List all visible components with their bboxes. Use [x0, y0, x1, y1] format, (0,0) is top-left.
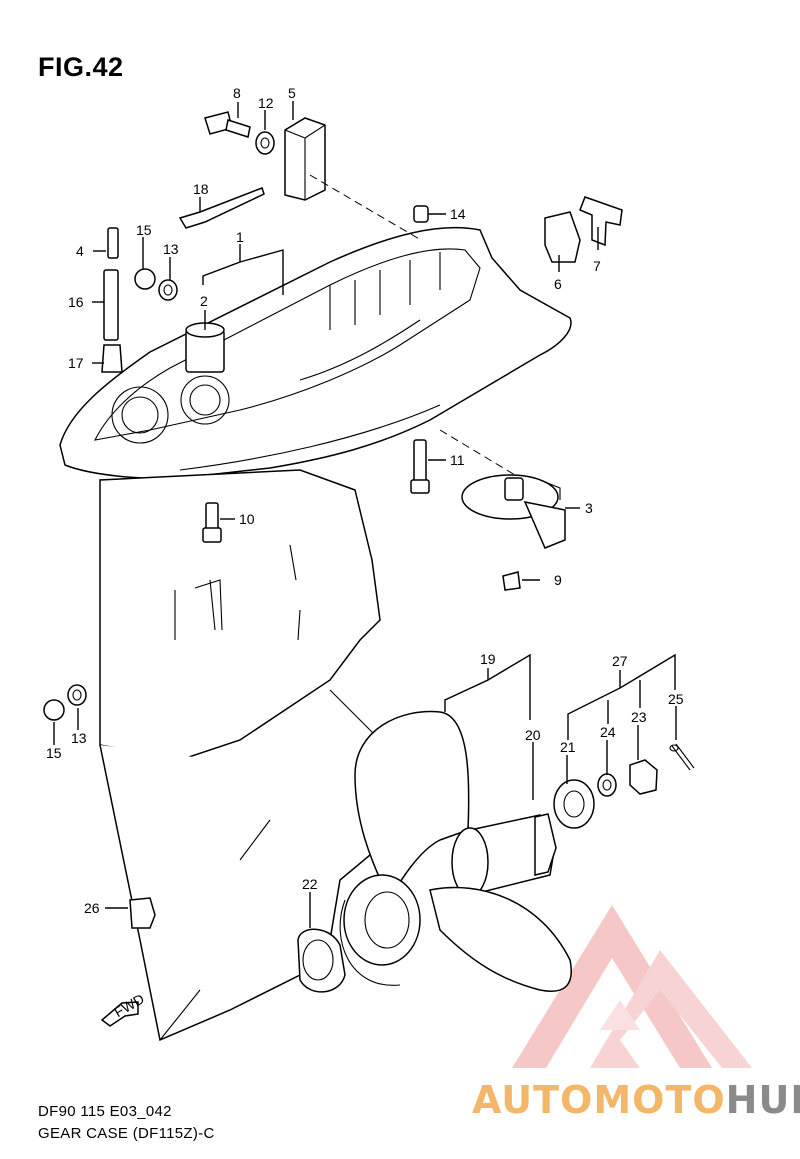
callout-9: 9 [554, 572, 562, 588]
watermark-text: AUTOMOTOHUB [472, 1078, 800, 1122]
callout-11: 11 [450, 452, 465, 468]
callout-numbers: 8 12 5 18 14 4 15 13 1 2 16 17 6 7 11 3 … [46, 85, 684, 916]
callout-4: 4 [76, 243, 84, 259]
callout-25: 25 [668, 691, 684, 707]
callout-3: 3 [585, 500, 593, 516]
footer-code: DF90 115 E03_042 [38, 1103, 172, 1120]
callout-21: 21 [560, 739, 576, 755]
callout-7: 7 [593, 258, 601, 274]
bolts-and-small-parts [43, 111, 623, 929]
watermark-text-gray: HUB [725, 1078, 800, 1122]
callout-16: 16 [68, 294, 84, 310]
callout-leaders [53, 101, 677, 928]
callout-13-lower: 13 [71, 730, 87, 746]
callout-6: 6 [554, 276, 562, 292]
callout-15-lower: 15 [46, 745, 62, 761]
callout-24: 24 [600, 724, 616, 740]
fwd-arrow: FWD [100, 990, 147, 1027]
callout-1: 1 [236, 229, 244, 245]
figure-title: FIG.42 [38, 52, 124, 82]
callout-18: 18 [193, 181, 209, 197]
callout-10: 10 [239, 511, 255, 527]
callout-23: 23 [631, 709, 647, 725]
trim-tab-anode [439, 429, 566, 549]
callout-13-upper: 13 [163, 241, 179, 257]
callout-20: 20 [525, 727, 541, 743]
callout-15-upper: 15 [136, 222, 152, 238]
callout-5: 5 [288, 85, 296, 101]
callout-14: 14 [450, 206, 466, 222]
callout-17: 17 [68, 355, 84, 371]
callout-22: 22 [302, 876, 318, 892]
callout-27: 27 [612, 653, 628, 669]
callout-8: 8 [233, 85, 241, 101]
callout-26: 26 [84, 900, 100, 916]
callout-19: 19 [480, 651, 496, 667]
callout-2: 2 [200, 293, 208, 309]
footer-caption: GEAR CASE (DF115Z)-C [38, 1125, 215, 1142]
watermark-logo [512, 905, 752, 1068]
watermark-text-colored: AUTOMOTO [472, 1078, 726, 1122]
callout-12: 12 [258, 95, 274, 111]
propeller-assembly [297, 710, 695, 993]
